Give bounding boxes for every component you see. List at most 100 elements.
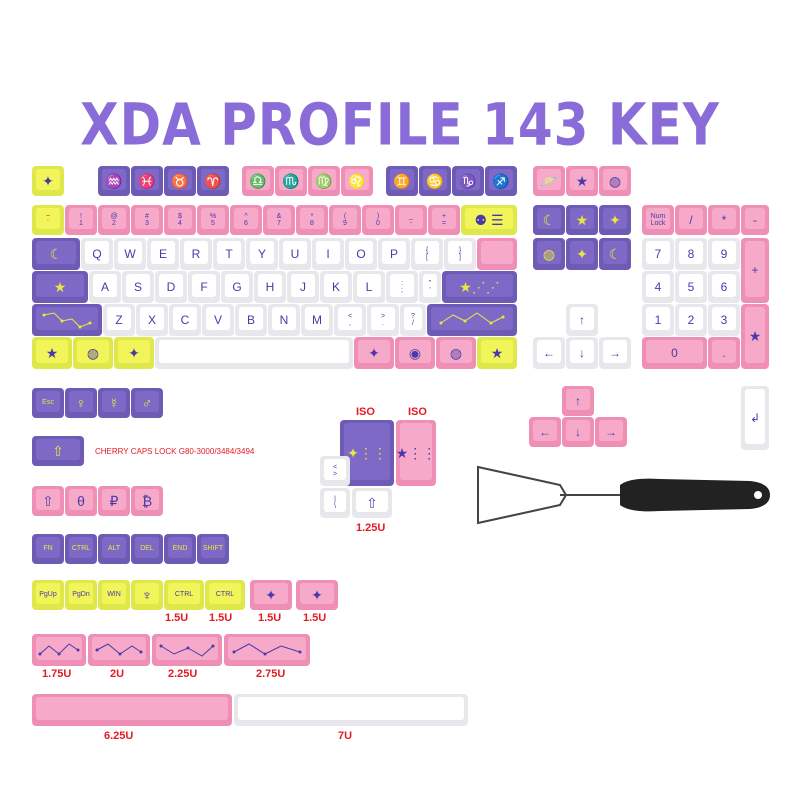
theta-icon: θ xyxy=(77,492,85,509)
num-minus-key: - xyxy=(741,205,769,235)
nav-key-sparkle: ✦ xyxy=(599,205,631,235)
zodiac-key-cancer: ♋ xyxy=(419,166,451,196)
nav-key-sparkle: ✦ xyxy=(566,238,598,270)
alt-key-extra: ALT xyxy=(98,534,130,564)
neptune-key: ♆ xyxy=(131,580,163,610)
key-l: L xyxy=(353,271,385,303)
puller-handle xyxy=(620,478,770,512)
zodiac-icon: ♋ xyxy=(426,172,444,189)
mercury-icon: ☿ xyxy=(108,394,120,411)
sparkle-icon: ✦ xyxy=(609,211,621,228)
planet-icon: ◍ xyxy=(86,344,100,361)
pgdn-key: PgDn xyxy=(65,580,97,610)
key-0: ) 0 xyxy=(362,205,394,235)
win-key-extra: WIN xyxy=(98,580,130,610)
backslash-key xyxy=(477,238,517,270)
theta-key: θ xyxy=(65,486,97,516)
num-1-key: 1 xyxy=(642,304,674,336)
del-key: DEL xyxy=(131,534,163,564)
extra-arrow-right-key: → xyxy=(595,417,627,447)
right-alt-key: ✦ xyxy=(354,337,394,369)
zodiac-icon: ♐ xyxy=(492,172,510,189)
num-dot-key: . xyxy=(708,337,740,369)
sparkle-icon: ✦ xyxy=(311,586,323,603)
alt-key: ✦ xyxy=(114,337,154,369)
left-shift-key xyxy=(32,304,102,336)
zodiac-key-virgo: ♍ xyxy=(308,166,340,196)
planet-icon: ◍ xyxy=(542,245,556,262)
cherry-caps-key: ⇧ xyxy=(32,436,84,466)
key-5: % 5 xyxy=(197,205,229,235)
moon-icon: ☾ xyxy=(608,245,622,262)
num-8-key: 8 xyxy=(675,238,707,270)
tab-key: ☾ xyxy=(32,238,80,270)
sparkle-15-key-2: ✦ xyxy=(296,580,338,610)
ctrl-15-key: CTRL xyxy=(164,580,204,610)
esc-key: Esc xyxy=(32,388,64,418)
key-j: J xyxy=(287,271,319,303)
key-period: > . xyxy=(367,304,399,336)
key-e: E xyxy=(147,238,179,270)
num-2-key: 2 xyxy=(675,304,707,336)
zodiac-key-aries: ♈ xyxy=(197,166,229,196)
u175-label: 1.75U xyxy=(42,668,72,680)
zodiac-key-gemini: ♊ xyxy=(386,166,418,196)
zodiac-icon: ♊ xyxy=(393,172,411,189)
u15-label-4: 1.5U xyxy=(303,612,327,624)
left-ctrl-key: ★ xyxy=(32,337,72,369)
iso-right-label: ISO xyxy=(408,406,427,418)
key-w: W xyxy=(114,238,146,270)
key-h: H xyxy=(254,271,286,303)
key-q: Q xyxy=(81,238,113,270)
nav-key-planet: ◍ xyxy=(533,238,565,270)
shooting-star-icon: ★ xyxy=(748,328,762,345)
zodiac-key-leo: ♌ xyxy=(341,166,373,196)
key-z: Z xyxy=(103,304,135,336)
extra-numpad-enter-key: ↲ xyxy=(741,386,769,450)
planet-key: ◍ xyxy=(599,166,631,196)
extra-arrow-down-key: ↓ xyxy=(562,417,594,447)
nav-key-moon: ☾ xyxy=(533,205,565,235)
u275-label: 2.75U xyxy=(256,668,286,680)
eye-icon: ⚉ ☰ xyxy=(474,211,504,228)
star-icon: ★ xyxy=(575,211,589,228)
page-title: XDA PROFILE 143 KEY xyxy=(80,91,720,159)
key-u: U xyxy=(279,238,311,270)
arrow-up-icon: ⇧ xyxy=(42,492,54,509)
neptune-icon: ♆ xyxy=(141,586,153,603)
zodiac-icon: ♏ xyxy=(282,172,300,189)
shooting-star-icon: ★⋮⋮ xyxy=(396,444,436,461)
u625-label: 6.25U xyxy=(104,730,134,742)
cherry-caps-label: CHERRY CAPS LOCK G80-3000/3484/3494 xyxy=(95,447,255,456)
u15-label-3: 1.5U xyxy=(258,612,282,624)
zodiac-icon: ♌ xyxy=(348,172,366,189)
key-2: @ 2 xyxy=(98,205,130,235)
key-9: ( 9 xyxy=(329,205,361,235)
nav-key-moon: ☾ xyxy=(599,238,631,270)
key-8: * 8 xyxy=(296,205,328,235)
eye-key: ◉ xyxy=(395,337,435,369)
capslock-key: ★ xyxy=(32,271,88,303)
constellation-icon xyxy=(232,643,302,656)
zodiac-icon: ♉ xyxy=(171,172,189,189)
arrow-up-key: ↑ xyxy=(566,304,598,336)
zodiac-icon: ♑ xyxy=(459,172,477,189)
iso-lt-key: < > xyxy=(320,456,350,486)
key-k: K xyxy=(320,271,352,303)
mercury-key: ☿ xyxy=(98,388,130,418)
key-y: Y xyxy=(246,238,278,270)
zodiac-key-aquarius: ♒ xyxy=(98,166,130,196)
key-comma: < , xyxy=(334,304,366,336)
star-icon: ★ xyxy=(45,344,59,361)
backspace-key: ⚉ ☰ xyxy=(461,205,517,235)
key-f: F xyxy=(188,271,220,303)
key-1: ! 1 xyxy=(65,205,97,235)
sparkle-icon: ✦ xyxy=(42,172,54,189)
num-4-key: 4 xyxy=(642,271,674,303)
right-ctrl-key: ★ xyxy=(477,337,517,369)
zodiac-icon: ♎ xyxy=(249,172,267,189)
zodiac-icon: ♈ xyxy=(204,172,222,189)
eye-icon: ◉ xyxy=(408,344,422,361)
constellation-275-key xyxy=(224,634,310,666)
sparkle-icon: ✦ xyxy=(368,344,380,361)
